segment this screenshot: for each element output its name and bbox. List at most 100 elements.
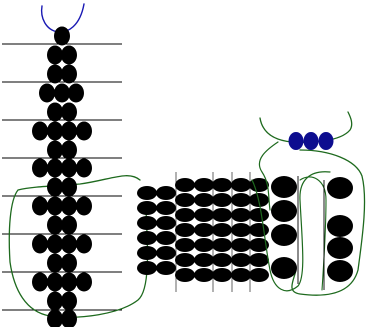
grid-bead xyxy=(212,208,232,222)
left-column-bead xyxy=(47,253,63,273)
grid-bead xyxy=(137,201,157,215)
grid-bead xyxy=(137,261,157,275)
grid-bead xyxy=(156,186,176,200)
grid-bead xyxy=(212,178,232,192)
left-column-bead xyxy=(61,102,77,122)
left-column-bead xyxy=(47,140,63,160)
grid-bead xyxy=(194,208,214,222)
grid-bead xyxy=(194,178,214,192)
grid-bead xyxy=(194,253,214,267)
grid-bead xyxy=(249,208,269,222)
grid-bead xyxy=(194,193,214,207)
left-column-bead xyxy=(47,196,63,216)
grid-bead xyxy=(156,261,176,275)
grid-bead xyxy=(249,178,269,192)
left-column-bead xyxy=(39,83,55,103)
green-thread-left-loop xyxy=(8,175,149,318)
left-column-bead xyxy=(61,64,77,84)
grid-bead xyxy=(137,231,157,245)
grid-bead xyxy=(231,208,251,222)
green-thread-right-loop xyxy=(291,149,366,296)
left-column-bead xyxy=(47,309,63,327)
left-column-bead xyxy=(54,26,70,46)
blue-accent-bead xyxy=(303,132,319,150)
grid-bead xyxy=(249,268,269,282)
grid-bead xyxy=(231,253,251,267)
left-column-bead xyxy=(61,121,77,141)
left-column-bead xyxy=(47,64,63,84)
right-structure-bead xyxy=(271,200,297,222)
right-structure-bead xyxy=(327,215,353,237)
left-column-bead xyxy=(47,215,63,235)
grid-bead xyxy=(137,216,157,230)
grid-bead xyxy=(249,223,269,237)
grid-bead xyxy=(212,238,232,252)
grid-bead xyxy=(212,268,232,282)
right-structure-bead xyxy=(327,260,353,282)
left-column-bead xyxy=(76,234,92,254)
grid-bead xyxy=(175,268,195,282)
grid-bead xyxy=(175,223,195,237)
right-structure-bead xyxy=(271,257,297,279)
grid-bead xyxy=(137,246,157,260)
grid-bead xyxy=(156,231,176,245)
left-column-bead xyxy=(32,272,48,292)
grid-bead xyxy=(212,193,232,207)
left-column-bead xyxy=(47,45,63,65)
right-structure-bead xyxy=(271,224,297,246)
grid-bead xyxy=(175,253,195,267)
left-column-bead xyxy=(61,215,77,235)
grid-bead xyxy=(231,268,251,282)
left-column-bead xyxy=(32,158,48,178)
grid-bead xyxy=(137,186,157,200)
grid-bead xyxy=(249,238,269,252)
right-structure-bead xyxy=(271,176,297,198)
grid-bead xyxy=(156,216,176,230)
left-column-bead xyxy=(32,234,48,254)
blue-accent-bead xyxy=(288,132,304,150)
right-structure-bead xyxy=(327,177,353,199)
grid-bead xyxy=(194,223,214,237)
grid-bead xyxy=(231,223,251,237)
grid-bead xyxy=(231,238,251,252)
left-column-bead xyxy=(61,158,77,178)
left-column-bead xyxy=(68,83,84,103)
grid-bead xyxy=(231,193,251,207)
grid-bead xyxy=(194,268,214,282)
grid-bead xyxy=(231,178,251,192)
left-column-bead xyxy=(61,45,77,65)
left-column-bead xyxy=(76,272,92,292)
green-thread-left-descend xyxy=(258,141,279,211)
grid-bead xyxy=(212,223,232,237)
left-column-bead xyxy=(47,234,63,254)
left-column-bead xyxy=(32,121,48,141)
left-column-bead xyxy=(32,196,48,216)
left-column-bead xyxy=(61,140,77,160)
grid-bead xyxy=(156,201,176,215)
left-column-bead xyxy=(47,158,63,178)
left-column-bead xyxy=(76,121,92,141)
grid-bead xyxy=(175,238,195,252)
left-column-bead xyxy=(61,291,77,311)
left-column-bead xyxy=(61,253,77,273)
left-column-bead xyxy=(47,102,63,122)
left-column-bead xyxy=(54,83,70,103)
left-column-bead xyxy=(61,234,77,254)
grid-bead xyxy=(194,238,214,252)
left-column-bead xyxy=(61,177,77,197)
grid-bead xyxy=(212,253,232,267)
left-column-bead xyxy=(61,309,77,327)
grid-bead xyxy=(175,193,195,207)
left-column-bead xyxy=(47,291,63,311)
green-thread-inner-loop xyxy=(251,171,331,292)
grid-bead xyxy=(175,208,195,222)
left-column-bead xyxy=(47,121,63,141)
grid-bead xyxy=(249,253,269,267)
left-column-bead xyxy=(76,158,92,178)
grid-bead xyxy=(175,178,195,192)
left-column-bead xyxy=(61,196,77,216)
blue-accent-bead xyxy=(318,132,334,150)
grid-bead xyxy=(156,246,176,260)
